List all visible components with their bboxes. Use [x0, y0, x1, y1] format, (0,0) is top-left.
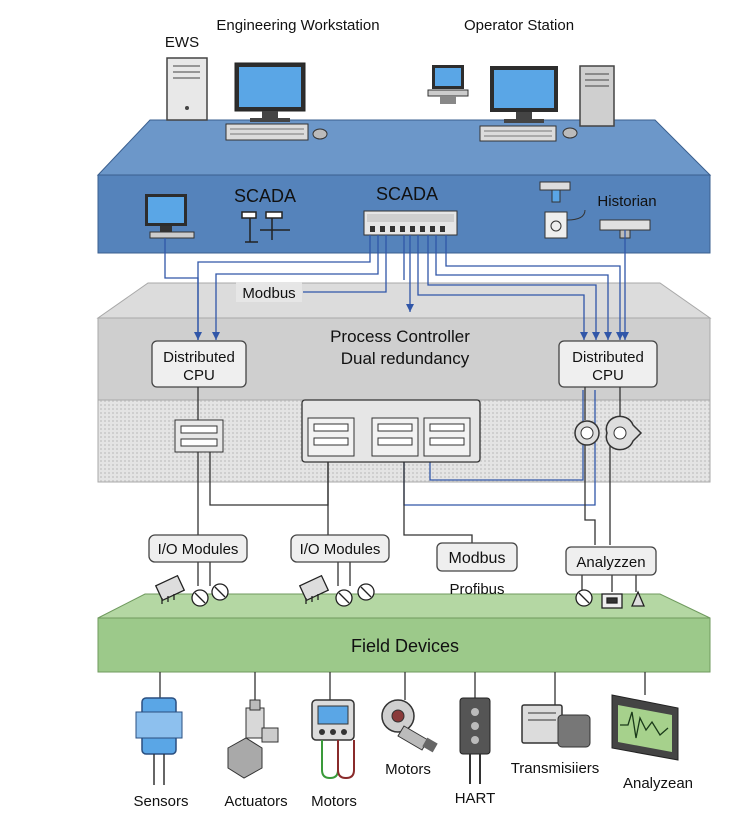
scada-network-switch: [363, 210, 458, 236]
sensor-device: [135, 697, 183, 785]
field-devices-title: Field Devices: [351, 636, 459, 656]
field-layer: [97, 593, 711, 673]
cpu-right-line1: Distributed: [572, 349, 644, 366]
sensors-label: Sensors: [133, 793, 188, 810]
profibus-label: Profibus: [449, 581, 504, 598]
modbus-box: Modbus: [436, 542, 518, 572]
io-instruments-2: [298, 574, 375, 607]
cpu-left-line2: CPU: [183, 367, 215, 384]
engineering-workstation: [166, 57, 328, 141]
hart-device: [459, 697, 491, 784]
io-modules-label-1: I/O Modules: [158, 541, 239, 558]
analyzer-label: Analyzzen: [576, 554, 645, 571]
io-modules-box-2: I/O Modules: [290, 534, 390, 563]
historian-label: Historian: [597, 193, 656, 210]
io-rack-left: [174, 419, 224, 453]
motors-label-2: Motors: [385, 761, 431, 778]
arrow-heads: [194, 304, 629, 340]
io-instruments-1: [154, 574, 229, 607]
distributed-cpu-right: Distributed CPU: [558, 340, 658, 388]
motor-device: [381, 699, 438, 753]
operator-station-label: Operator Station: [464, 17, 574, 34]
actuator-device: [227, 699, 279, 779]
engineering-workstation-label: Engineering Workstation: [216, 17, 379, 34]
analyzer-instruments: [575, 589, 645, 609]
scada-schematic-icon: [241, 211, 290, 243]
analyzer-device: [611, 694, 679, 761]
wiring-lines: [197, 387, 637, 592]
modbus-bottom-label: Modbus: [449, 550, 506, 567]
modbus-label-bg: [236, 282, 302, 302]
analyzer-device-label: Analyzean: [623, 775, 693, 792]
io-rack-center: [301, 399, 481, 463]
operator-station: [427, 65, 615, 142]
motors-label-1: Motors: [311, 793, 357, 810]
modbus-top-label: Modbus: [242, 285, 295, 302]
io-modules-box-1: I/O Modules: [148, 534, 248, 563]
io-modules-label-2: I/O Modules: [300, 541, 381, 558]
analyzer-box: Analyzzen: [565, 546, 657, 576]
distributed-cpu-left: Distributed CPU: [151, 340, 247, 388]
cpu-left-line1: Distributed: [163, 349, 235, 366]
cpu-right-line2: CPU: [592, 367, 624, 384]
historian-server-icon: [539, 181, 651, 239]
transmitter-device: [521, 704, 591, 748]
ews-label: EWS: [165, 34, 199, 51]
transmitters-label: Transmisiiers: [511, 760, 600, 777]
scada-center-label: SCADA: [376, 184, 438, 204]
actuators-label: Actuators: [224, 793, 287, 810]
motor-controller-device: [311, 699, 355, 780]
scada-left-label: SCADA: [234, 186, 296, 206]
hart-label: HART: [455, 790, 496, 807]
scada-monitor-icon: [145, 194, 195, 239]
process-controller-title: Process Controller: [330, 327, 470, 346]
dual-redundancy-label: Dual redundancy: [341, 349, 470, 368]
redundancy-connectors: [574, 415, 643, 451]
